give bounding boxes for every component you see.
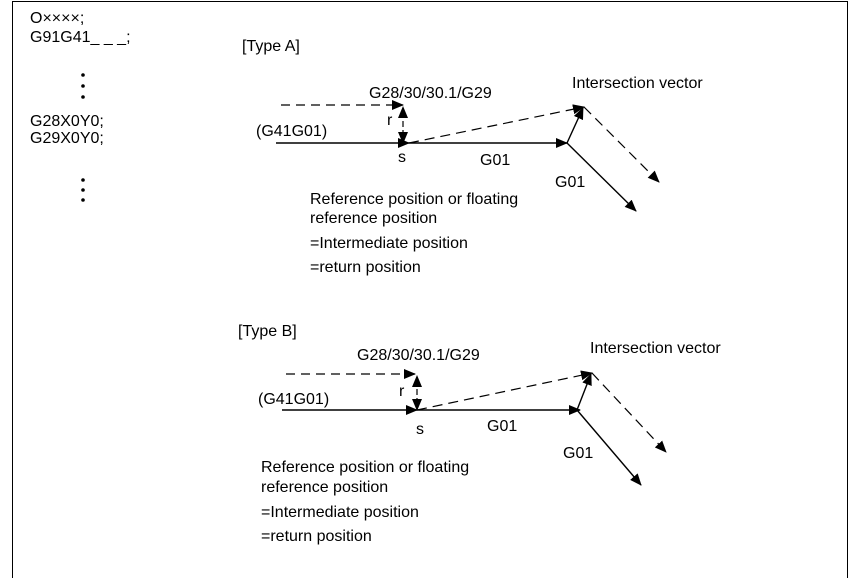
- type-b-command-label: G28/30/30.1/G29: [357, 347, 480, 364]
- type-a-note-4: =return position: [310, 259, 421, 276]
- ellipsis-dot: [81, 95, 85, 99]
- type-a-g01-label: G01: [480, 152, 510, 169]
- ellipsis-dot: [81, 73, 85, 77]
- type-a-intersection-vector-arrow: [566, 107, 584, 144]
- type-b-title: [Type B]: [238, 323, 297, 340]
- type-b-note-2: reference position: [261, 479, 388, 496]
- type-a-dashed-vector-arrow: [408, 104, 585, 144]
- type-b-note-4: =return position: [261, 528, 372, 545]
- type-a-note-3: =Intermediate position: [310, 235, 468, 252]
- type-b-lead-label: (G41G01): [258, 391, 329, 408]
- type-b-r-label: r: [399, 383, 405, 400]
- type-b-s-label: s: [416, 421, 424, 438]
- program-line-3: G28X0Y0;: [30, 113, 104, 130]
- ellipsis-dot: [81, 188, 85, 192]
- ellipsis-dot: [81, 84, 85, 88]
- type-a-r-label: r: [387, 112, 393, 129]
- type-a-note-1: Reference position or floating: [310, 191, 518, 208]
- type-b-intersection-vector-arrow: [576, 373, 592, 411]
- type-b-note-3: =Intermediate position: [261, 504, 419, 521]
- type-b-g01-label-2: G01: [563, 445, 593, 462]
- type-a-dashed-offset-path: [583, 106, 660, 183]
- program-line-1: O××××;: [30, 10, 84, 27]
- figure-frame: [12, 1, 848, 578]
- type-a-g01-label-2: G01: [555, 174, 585, 191]
- ellipsis-dot: [81, 178, 85, 182]
- type-b-vector-label: Intersection vector: [590, 340, 721, 357]
- type-b-g01-label: G01: [487, 418, 517, 435]
- program-line-4: G29X0Y0;: [30, 130, 104, 147]
- type-a-s-label: s: [398, 149, 406, 166]
- type-a-title: [Type A]: [242, 38, 300, 55]
- type-b-dashed-vector-arrow: [416, 370, 593, 411]
- ellipsis-dot: [81, 198, 85, 202]
- program-listing: O××××; G91G41_ _ _; G28X0Y0; G29X0Y0;: [30, 10, 131, 202]
- program-line-2: G91G41_ _ _;: [30, 29, 131, 46]
- type-b-note-1: Reference position or floating: [261, 459, 469, 476]
- type-a-note-2: reference position: [310, 210, 437, 227]
- type-a-g01-next-arrow: [566, 142, 637, 212]
- type-a-command-label: G28/30/30.1/G29: [369, 85, 492, 102]
- type-b-diagram: [Type B] G28/30/30.1/G29 Intersection ve…: [238, 323, 721, 545]
- type-b-g01-next-arrow: [576, 409, 642, 486]
- type-a-diagram: [Type A] G28/30/30.1/G29 Intersection ve…: [242, 38, 703, 276]
- type-a-lead-label: (G41G01): [256, 123, 327, 140]
- type-a-vector-label: Intersection vector: [572, 75, 703, 92]
- type-b-dashed-offset-path: [591, 372, 667, 453]
